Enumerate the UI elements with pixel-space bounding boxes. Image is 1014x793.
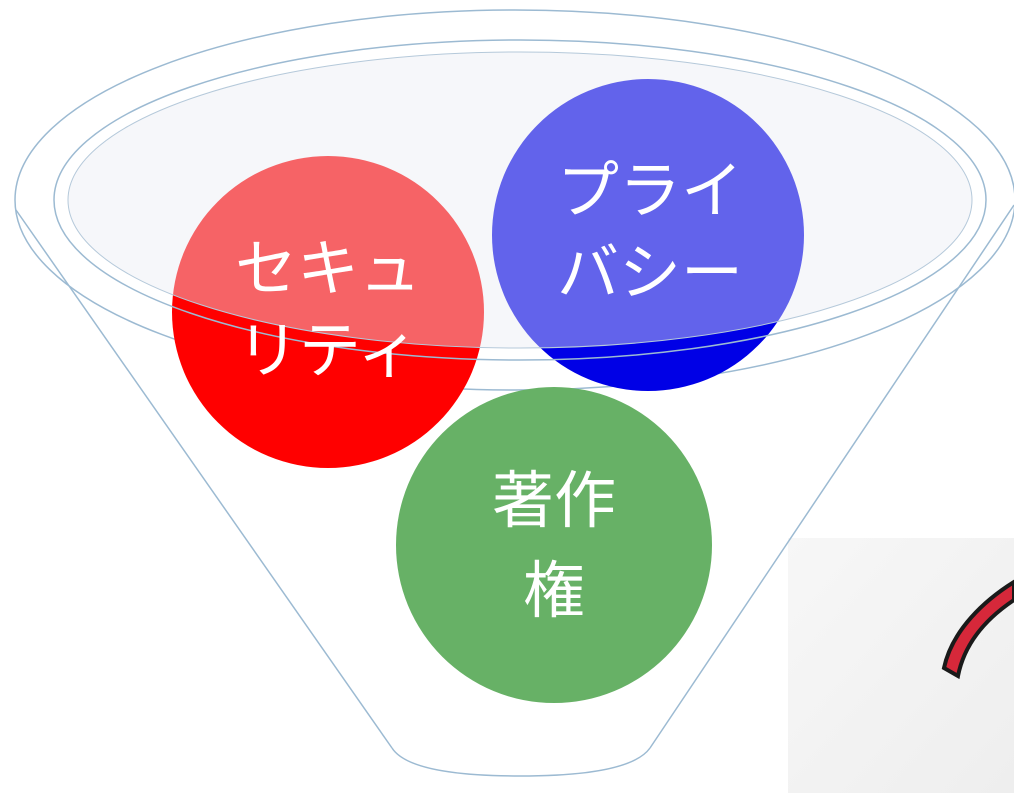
funnel-inner-rim-fill <box>68 52 972 348</box>
label-copyright-line2: 権 <box>523 554 585 627</box>
funnel-inner-rim-outline <box>53 39 987 361</box>
funnel-outer-rim <box>14 9 1014 391</box>
funnel-body <box>15 204 1014 777</box>
label-privacy-line2: バシー <box>557 236 743 309</box>
circle-privacy <box>492 79 804 391</box>
label-copyright: 著作 権 <box>492 464 616 627</box>
label-privacy: プライ バシー <box>557 154 743 309</box>
circle-copyright <box>396 387 712 703</box>
red-ribbon-shape <box>941 579 1014 680</box>
corner-photo <box>788 538 1014 793</box>
label-copyright-line1: 著作 <box>492 464 616 537</box>
label-security: セキュ リティ <box>235 232 421 387</box>
label-security-line1: セキュ <box>235 232 421 305</box>
circle-security <box>172 156 484 468</box>
label-privacy-line1: プライ <box>557 154 743 227</box>
label-security-line2: リティ <box>237 314 419 387</box>
